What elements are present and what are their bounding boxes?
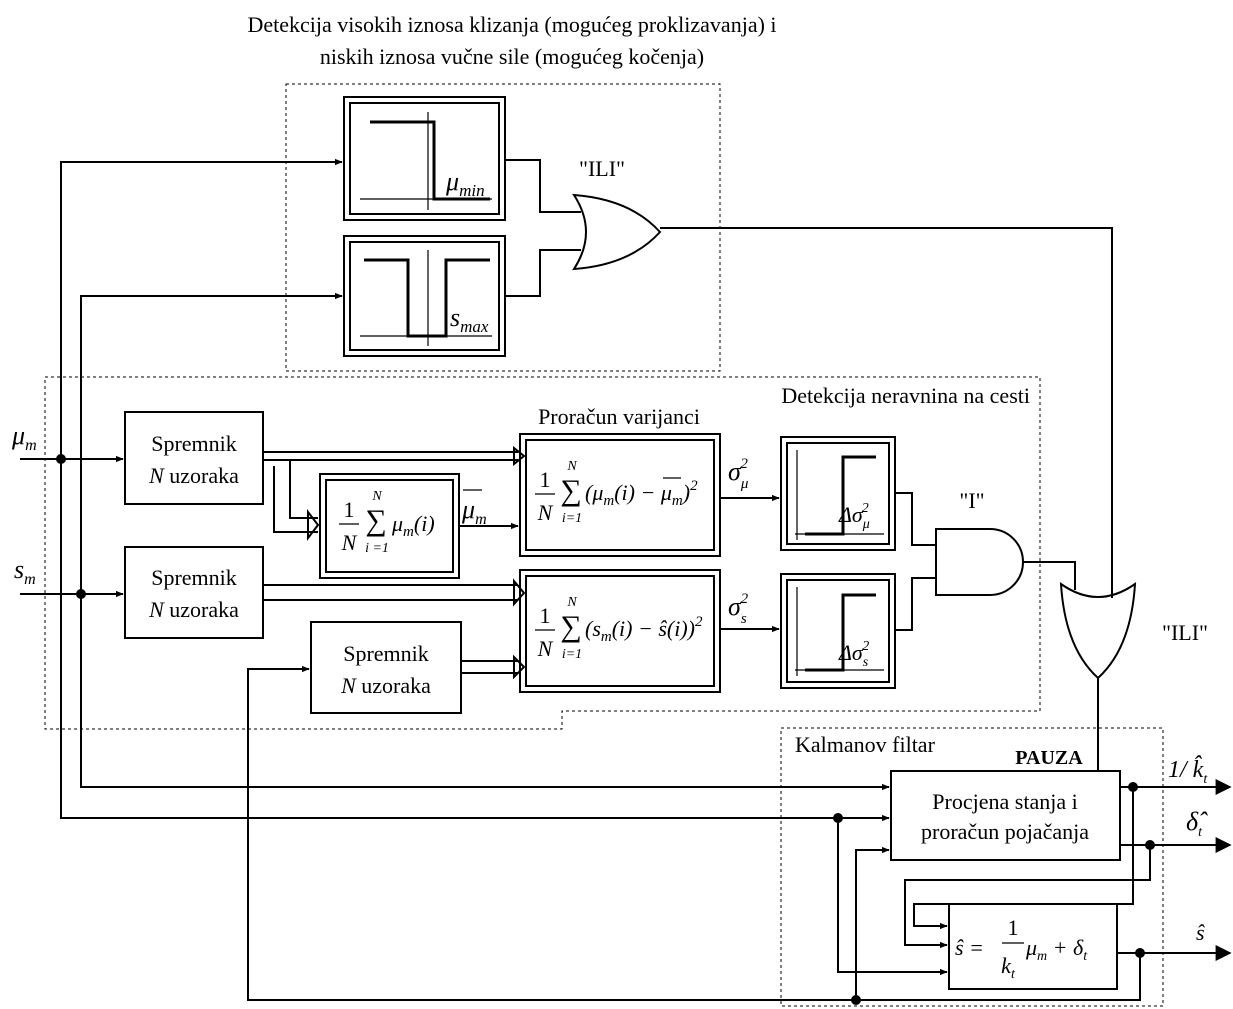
svg-text:N: N — [566, 595, 577, 610]
title-line1: Detekcija visokih iznosa klizanja (moguć… — [247, 12, 776, 37]
kalman-title: Kalmanov filtar — [795, 732, 936, 757]
svg-text:i=1: i=1 — [562, 647, 582, 662]
svg-text:μmin: μmin — [445, 167, 485, 200]
svg-text:μm(i): μm(i) — [391, 511, 435, 540]
svg-text:N uzoraka: N uzoraka — [340, 673, 431, 698]
variance-mu-block: 1 N N ∑ i=1 (μm(i) − μm)2 — [519, 433, 721, 557]
svg-text:1: 1 — [540, 467, 551, 492]
svg-text:N uzoraka: N uzoraka — [148, 463, 239, 488]
svg-text:Spremnik: Spremnik — [151, 565, 237, 590]
sigma-mu-signal: σμ2 — [728, 456, 749, 492]
svg-text:N: N — [371, 489, 382, 504]
svg-text:(μm(i) − μm)2: (μm(i) − μm)2 — [585, 478, 698, 509]
mean-block: 1 N N ∑ i =1 μm(i) — [319, 473, 460, 579]
svg-text:N: N — [566, 459, 577, 474]
road-detection-group — [44, 376, 1041, 730]
svg-text:smax: smax — [450, 303, 489, 336]
or-gate-right — [1059, 581, 1137, 680]
svg-text:Spremnik: Spremnik — [151, 431, 237, 456]
mu-min-symbol: μ — [445, 167, 459, 196]
s-max-symbol: s — [450, 303, 460, 332]
svg-text:ŝ =: ŝ = — [955, 935, 984, 960]
s-hat-block: ŝ = 1 kt μm + δt — [948, 903, 1118, 990]
svg-text:Spremnik: Spremnik — [343, 641, 429, 666]
threshold-s-max-block: smax — [343, 235, 506, 357]
svg-text:1: 1 — [1008, 915, 1019, 940]
svg-text:i =1: i =1 — [365, 541, 389, 556]
and-gate — [935, 528, 1024, 596]
title-line2: niskih iznosa vučne sile (mogućeg kočenj… — [320, 44, 704, 69]
svg-text:Δσs2: Δσs2 — [838, 639, 869, 670]
mu-min-sub: min — [459, 181, 485, 200]
buffer-s-hat: Spremnik N uzoraka — [310, 621, 462, 714]
sigma-s-signal: σs2 — [728, 591, 749, 627]
or-gate-right-label: "ILI" — [1162, 620, 1208, 645]
buffer-mu: Spremnik N uzoraka — [124, 411, 264, 505]
output-inv-k-label: 1/ k̂t — [1168, 755, 1208, 787]
svg-text:μm + δt: μm + δt — [1025, 935, 1088, 964]
mean-mu-signal: μm — [461, 495, 487, 528]
variance-s-block: 1 N N ∑ i=1 (sm(i) − ŝ(i))2 — [519, 569, 721, 693]
svg-text:N: N — [537, 636, 554, 661]
svg-text:∑: ∑ — [560, 474, 581, 507]
or-gate-top — [572, 193, 662, 271]
input-s-label: sm — [14, 555, 36, 588]
threshold-d-sigma-mu-block: Δσμ2 — [780, 436, 896, 551]
road-section-label: Detekcija neravnina na cesti — [781, 383, 1030, 408]
threshold-mu-min-block: μmin — [343, 96, 506, 221]
svg-text:kt: kt — [1001, 953, 1016, 982]
svg-text:1: 1 — [344, 497, 355, 522]
svg-text:(sm(i) − ŝ(i))2: (sm(i) − ŝ(i))2 — [585, 614, 703, 645]
svg-text:N: N — [341, 530, 358, 555]
svg-text:N: N — [537, 500, 554, 525]
input-mu-label: μm — [11, 421, 37, 454]
output-delta-label: δ̂t — [1186, 807, 1208, 840]
pause-label: PAUZA — [1015, 747, 1083, 769]
kalman-estimator-block: Procjena stanja i proračun pojačanja — [890, 770, 1121, 861]
svg-text:1: 1 — [540, 603, 551, 628]
wires — [20, 158, 1232, 1005]
s-max-sub: max — [460, 317, 489, 336]
threshold-d-sigma-s-block: Δσs2 — [780, 573, 896, 689]
svg-text:∑: ∑ — [365, 504, 386, 537]
and-gate-label: "I" — [959, 488, 984, 513]
svg-text:Procjena stanja i: Procjena stanja i — [932, 789, 1077, 814]
variance-title: Proračun varijanci — [538, 404, 700, 429]
svg-text:∑: ∑ — [560, 610, 581, 643]
buffer-s: Spremnik N uzoraka — [124, 546, 264, 639]
output-s-hat-label: ŝ — [1196, 920, 1205, 945]
svg-text:proračun pojačanja: proračun pojačanja — [921, 819, 1089, 844]
svg-text:i=1: i=1 — [562, 511, 582, 526]
svg-text:N uzoraka: N uzoraka — [148, 597, 239, 622]
or-gate-top-label: "ILI" — [579, 156, 625, 181]
svg-text:Δσμ2: Δσμ2 — [838, 501, 870, 532]
